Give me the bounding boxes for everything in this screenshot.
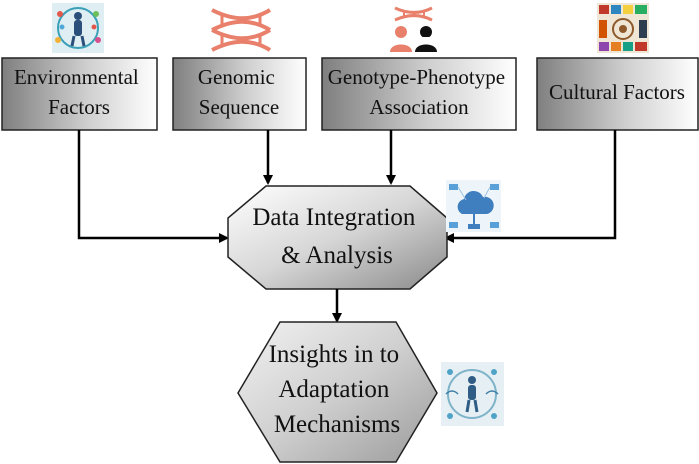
cultural-factors-box xyxy=(536,57,699,131)
human-body-health-icon xyxy=(52,3,104,53)
cultural-factors-label: Cultural Factors xyxy=(549,80,685,104)
genotype-phenotype-label: Genotype-Phenotype Association xyxy=(328,65,511,119)
data-integration-octagon xyxy=(227,185,448,290)
arrow-cultural-to-integration xyxy=(444,130,617,243)
insights-label: Insights in to Adaptation Mechanisms xyxy=(269,341,406,438)
genomic-sequence-label: Genomic Sequence xyxy=(198,65,280,119)
dna-helix-icon xyxy=(211,8,272,52)
data-integration-label: Data Integration & Analysis xyxy=(252,204,421,269)
genomic-sequence-box xyxy=(172,57,307,131)
arrow-environmental-to-integration xyxy=(77,130,229,243)
insights-hexagon xyxy=(237,321,438,463)
environmental-factors-label: Environmental Factors xyxy=(14,65,144,119)
genotype-phenotype-box xyxy=(321,57,517,131)
cloud-data-network-icon xyxy=(446,180,501,232)
culture-collage-icon xyxy=(597,3,649,53)
human-adaptation-icon xyxy=(441,362,504,426)
dna-people-icon xyxy=(390,6,437,52)
